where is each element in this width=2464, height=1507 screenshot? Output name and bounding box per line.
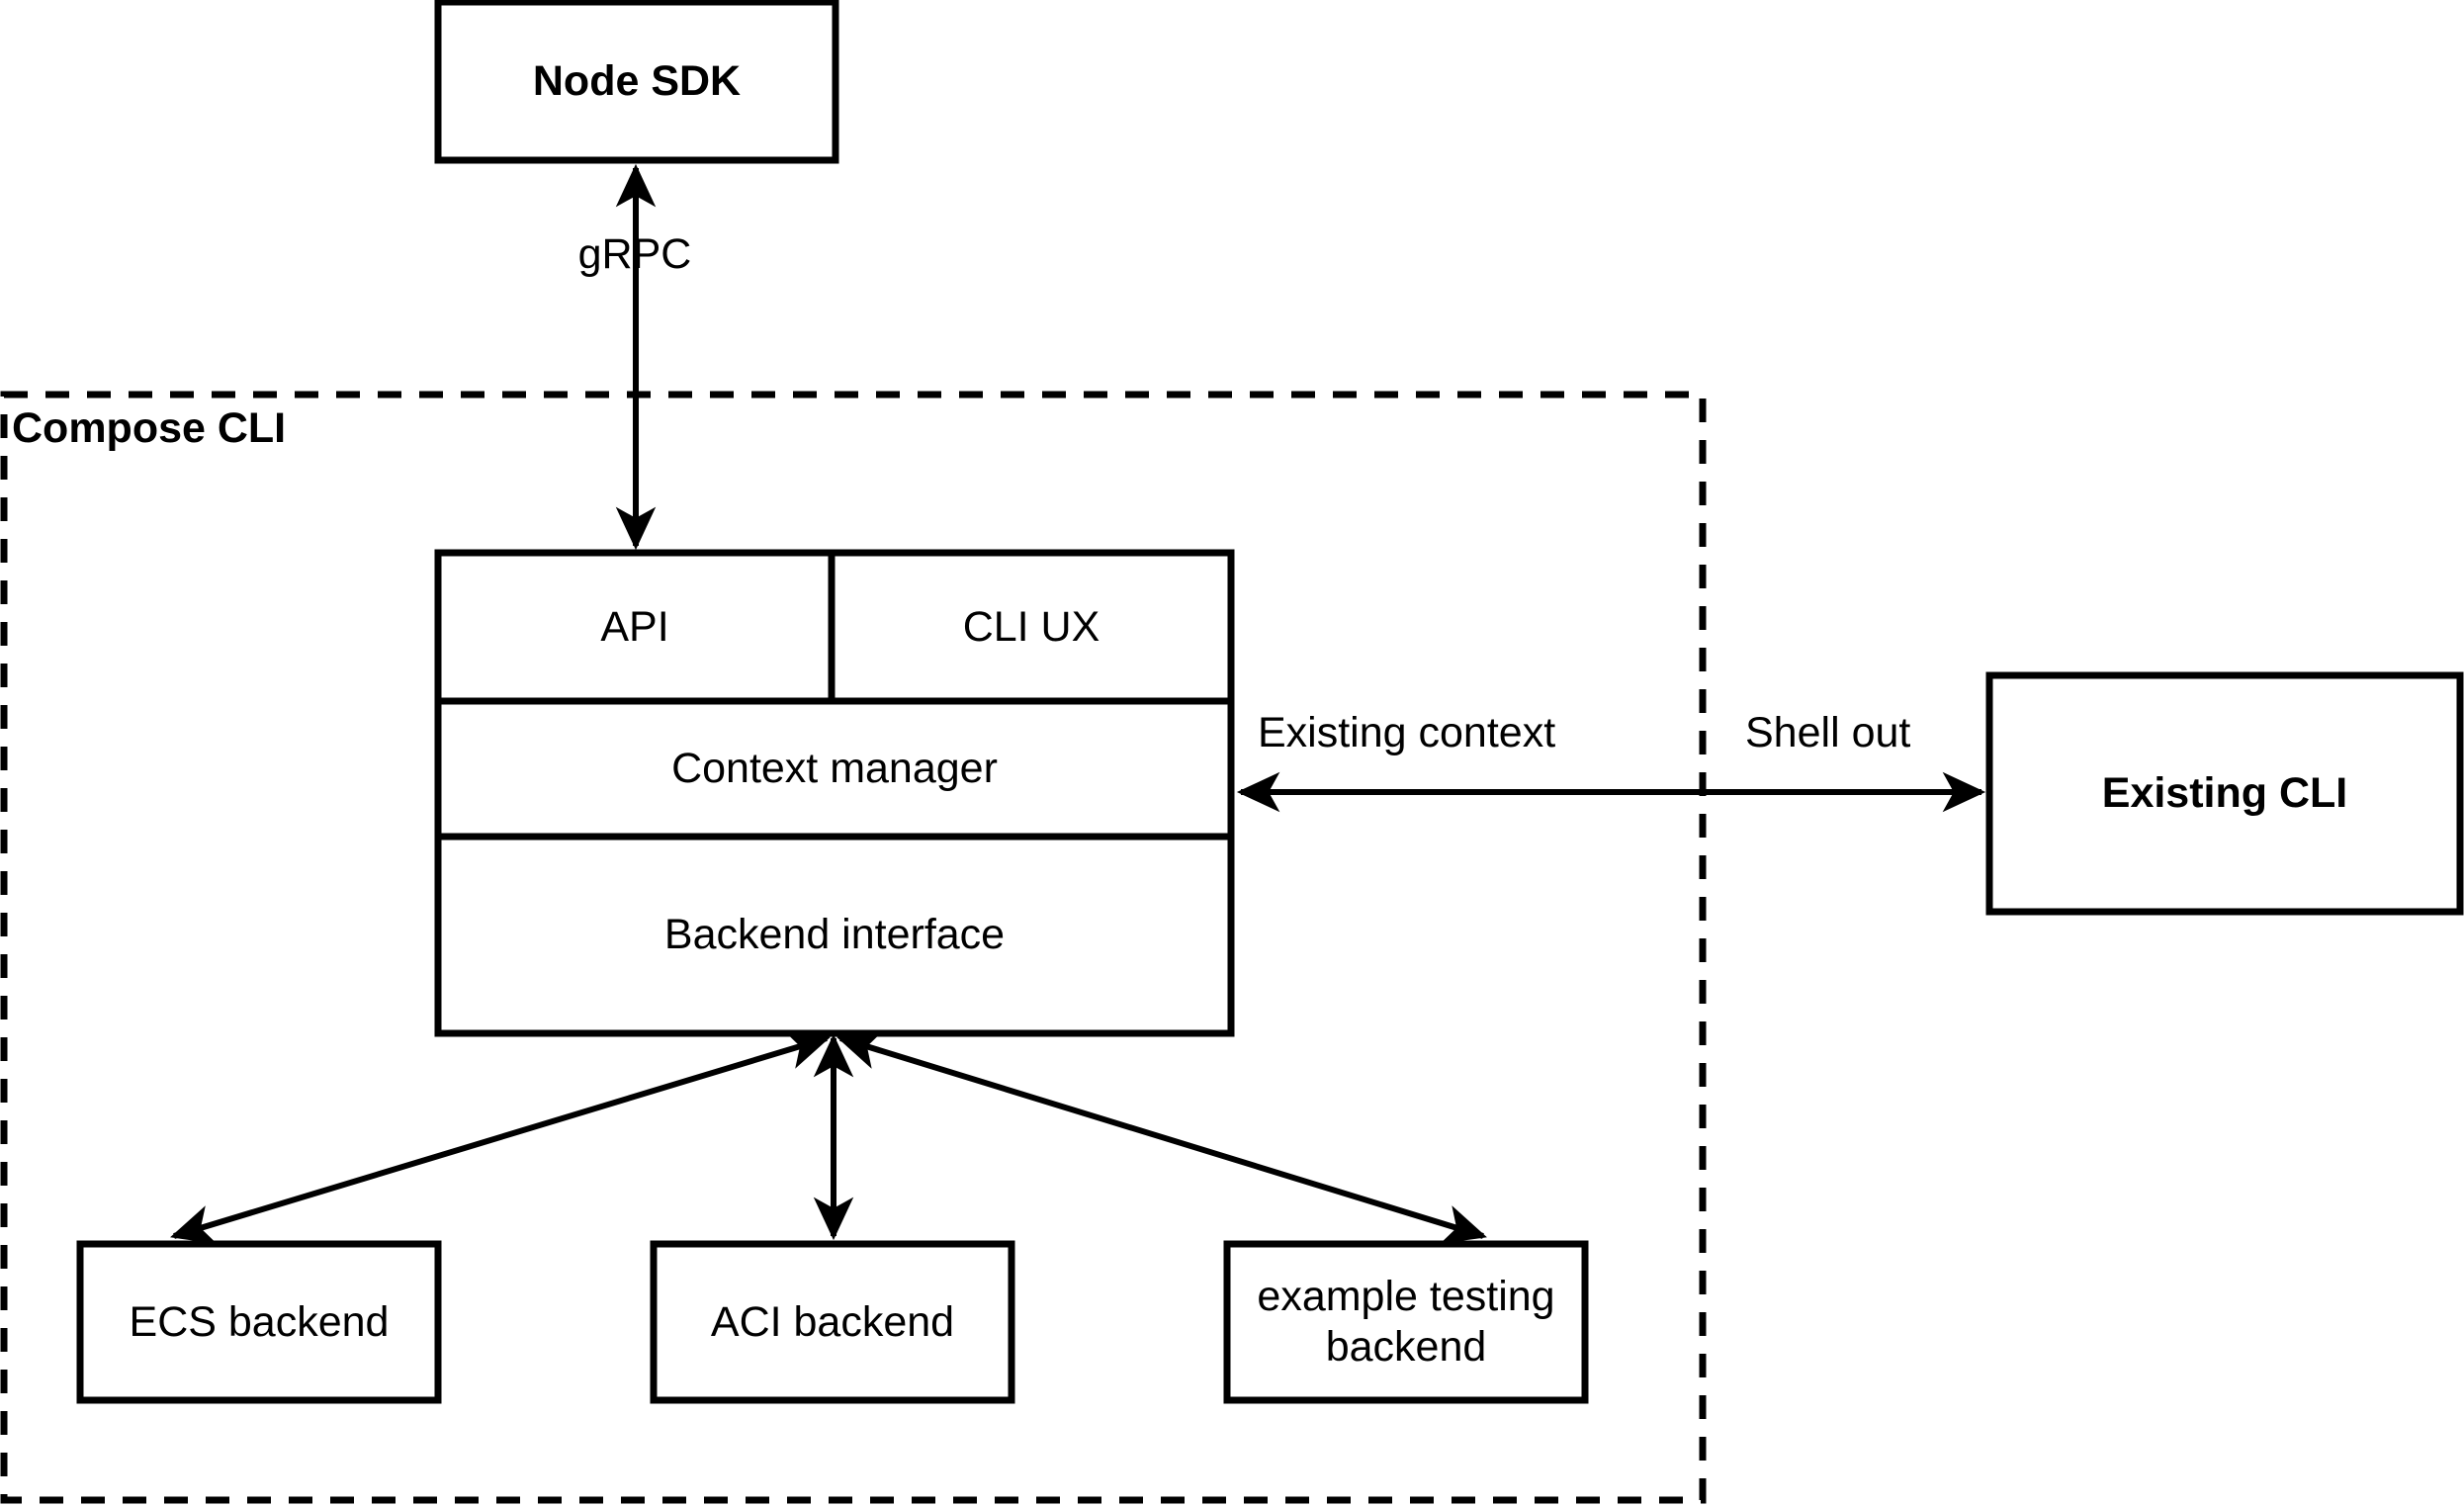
context-manager-label: Context manager — [671, 745, 998, 793]
compose-cli-group-label: Compose CLI — [12, 404, 287, 452]
example-testing-backend-box — [1223, 1240, 1589, 1404]
compose-cli-group-boundary — [0, 391, 1707, 1504]
example-testing-backend-label: example testing backend — [1257, 1273, 1555, 1371]
compose-cli-stack-box — [434, 549, 1235, 1037]
existing-context-edge-label: Existing context — [1258, 709, 1556, 756]
ecs-backend-box — [76, 1240, 442, 1404]
aci-backend-box — [650, 1240, 1015, 1404]
example-testing-backend-arrow — [836, 1030, 1487, 1244]
grpc-edge-label: gRPC — [577, 230, 692, 278]
existing-cli-label: Existing CLI — [2101, 769, 2348, 818]
node-sdk-box — [434, 0, 839, 164]
api-label: API — [600, 602, 669, 651]
cli-ux-label: CLI UX — [962, 602, 1100, 651]
ecs-backend-label: ECS backend — [129, 1297, 390, 1346]
ecs-backend-arrow — [170, 1030, 831, 1244]
existing-cli-box — [1985, 671, 2464, 916]
shell-out-edge-label: Shell out — [1745, 709, 1911, 756]
node-sdk-label: Node SDK — [532, 56, 742, 105]
aci-backend-label: ACI backend — [710, 1297, 955, 1346]
backend-interface-label: Backend interface — [663, 911, 1006, 959]
